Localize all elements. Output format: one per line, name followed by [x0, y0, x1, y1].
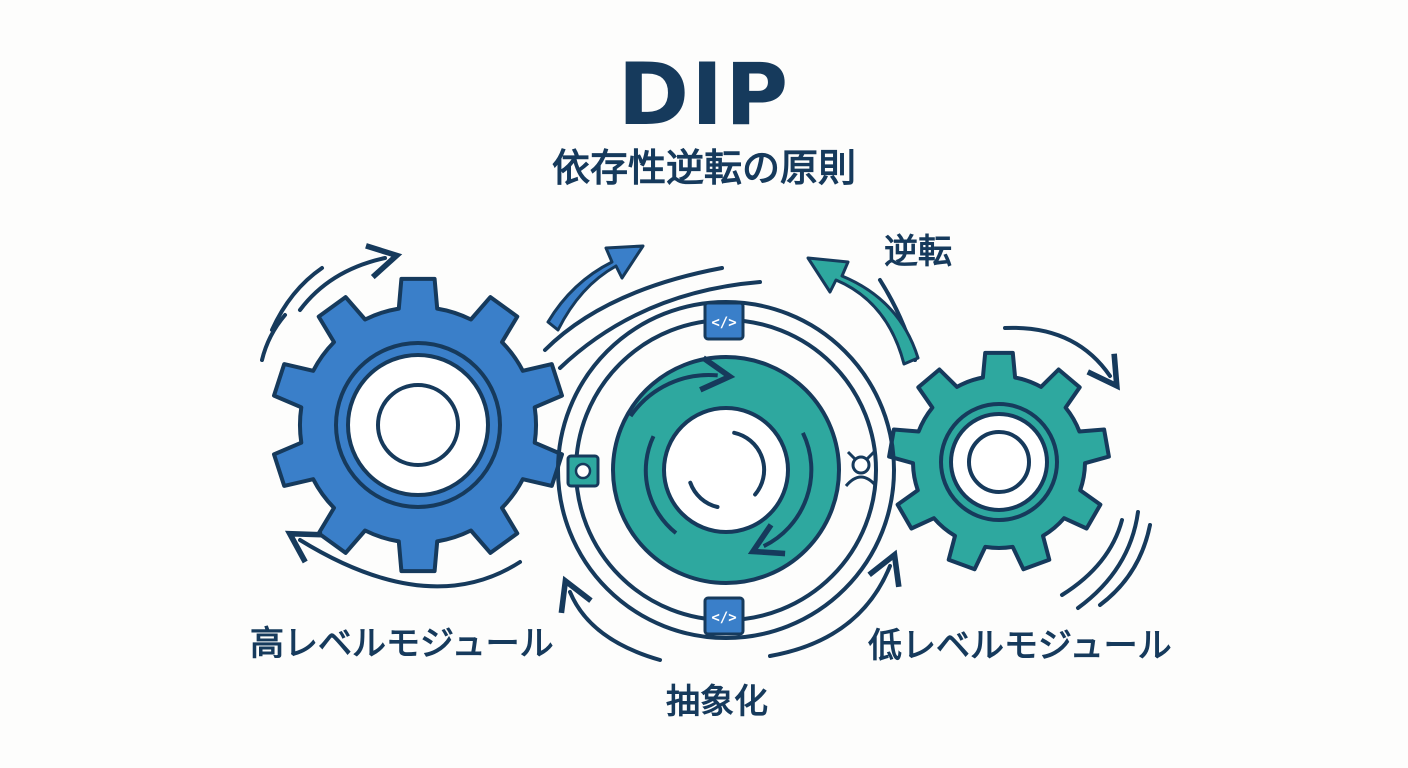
- high-gear-motion-arrows: [260, 243, 522, 589]
- interface-top-icon: </>: [703, 301, 745, 341]
- high-level-module-label: 高レベルモジュール: [250, 624, 554, 664]
- inversion-arrow-teal-icon: [806, 256, 920, 366]
- abstraction-label: 抽象化: [666, 682, 768, 722]
- right-connector-icon: [844, 450, 878, 487]
- left-connector-icon: [566, 454, 600, 488]
- abstraction-rings-icon: [556, 300, 896, 640]
- high-level-gear-icon: [272, 276, 564, 574]
- low-gear-motion-arrows: [1003, 325, 1152, 610]
- diagram-subtitle: 依存性逆転の原則: [551, 146, 856, 190]
- interface-bottom-icon: </>: [703, 596, 745, 636]
- svg-text:</>: </>: [711, 610, 736, 626]
- svg-text:</>: </>: [711, 315, 736, 331]
- abstraction-motion-arrows: [543, 266, 917, 662]
- diagram-title: DIP: [617, 45, 791, 145]
- low-level-module-label: 低レベルモジュール: [868, 626, 1172, 666]
- inversion-arrow-blue-icon: [546, 244, 645, 332]
- low-level-gear-icon: [887, 350, 1111, 572]
- inversion-label: 逆転: [884, 232, 952, 272]
